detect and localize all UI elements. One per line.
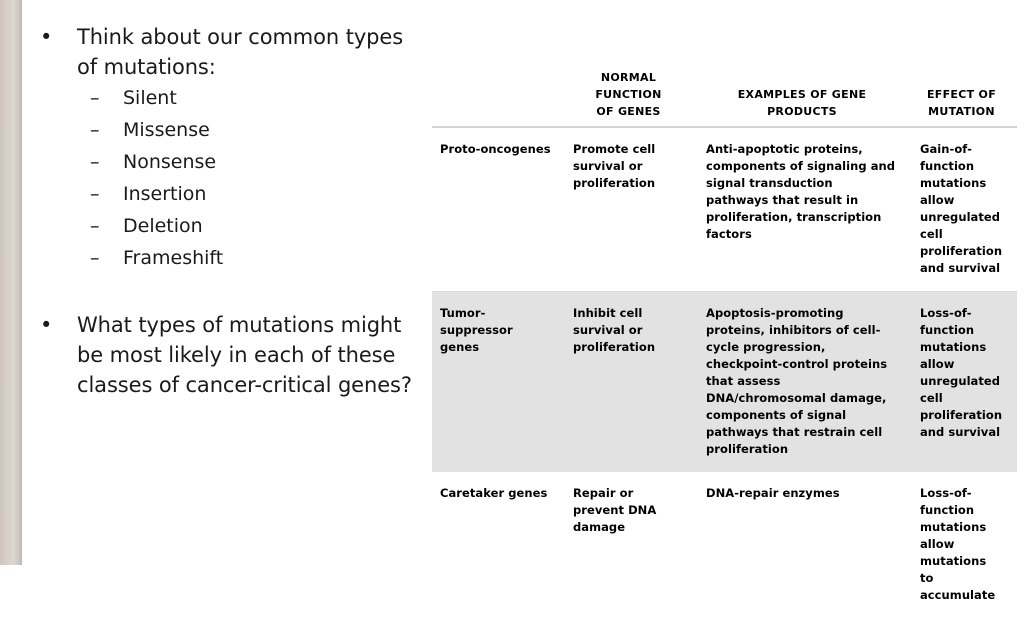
column-header-effect-of-mutation: EFFECT OF MUTATION <box>912 58 1017 128</box>
bullet-marker-dash: – <box>90 247 100 269</box>
table-row: Caretaker genes Repair or prevent DNA da… <box>432 472 1017 618</box>
header-line: EFFECT OF <box>926 88 997 101</box>
column-header-gene-products: EXAMPLES OF GENE PRODUCTS <box>698 58 912 128</box>
cancer-critical-genes-figure: NORMAL FUNCTION OF GENES EXAMPLES OF GEN… <box>432 58 1017 618</box>
bullet-item-silent: – Silent <box>26 82 426 114</box>
bullet-item-primary-2: • What types of mutations might be most … <box>26 310 426 400</box>
bullet-marker-dash: – <box>90 119 100 141</box>
cell-gene-products: Anti-apoptotic proteins, components of s… <box>698 127 912 292</box>
gene-classes-table: NORMAL FUNCTION OF GENES EXAMPLES OF GEN… <box>432 58 1017 618</box>
header-line: EXAMPLES OF GENE <box>737 88 867 101</box>
bullet-marker-dot: • <box>40 313 53 337</box>
bullet-text: Insertion <box>123 183 207 205</box>
bullet-text: Missense <box>123 119 210 141</box>
cell-effect-of-mutation: Gain-of-function mutations allow unregul… <box>912 127 1017 292</box>
cell-gene-class: Proto-oncogenes <box>432 127 565 292</box>
bullet-marker-dash: – <box>90 151 100 173</box>
column-header-normal-function: NORMAL FUNCTION OF GENES <box>565 58 698 128</box>
cell-gene-products: DNA-repair enzymes <box>706 486 840 500</box>
column-header-gene-class <box>432 58 565 128</box>
bullet-list: • Think about our common types of mutati… <box>26 22 426 400</box>
header-line: PRODUCTS <box>767 105 837 118</box>
cell-effect-of-mutation: Loss-of-function mutations allow unregul… <box>912 291 1017 472</box>
bullet-marker-dash: – <box>90 87 100 109</box>
bullet-text: Frameshift <box>123 247 224 269</box>
cell-normal-function: Inhibit cell survival or proliferation <box>565 291 698 472</box>
left-decorative-stripe <box>0 0 22 565</box>
bullet-marker-dash: – <box>90 215 100 237</box>
bullet-marker-dot: • <box>40 25 53 49</box>
header-line: FUNCTION <box>595 88 662 101</box>
bullet-item-missense: – Missense <box>26 114 426 146</box>
header-line: NORMAL <box>600 71 657 84</box>
cell-normal-function: Repair or prevent DNA damage <box>573 486 657 534</box>
table-header: NORMAL FUNCTION OF GENES EXAMPLES OF GEN… <box>432 58 1017 128</box>
bullet-item-frameshift: – Frameshift <box>26 242 426 274</box>
bullet-item-deletion: – Deletion <box>26 210 426 242</box>
bullet-text: Deletion <box>123 215 203 237</box>
bullet-text: Nonsense <box>123 151 217 173</box>
table-row: Tumor-suppressor genes Inhibit cell surv… <box>432 291 1017 472</box>
bullet-item-nonsense: – Nonsense <box>26 146 426 178</box>
bullet-text: Silent <box>123 87 177 109</box>
table-header-row: NORMAL FUNCTION OF GENES EXAMPLES OF GEN… <box>432 58 1017 128</box>
slide-canvas: • Think about our common types of mutati… <box>0 0 1017 602</box>
left-stripe-edge <box>22 0 24 565</box>
bullet-sublist: – Silent – Missense – Nonsense – Inserti… <box>26 82 426 274</box>
cell-normal-function: Promote cell survival or proliferation <box>565 127 698 292</box>
cell-gene-class: Caretaker genes <box>440 486 548 500</box>
table-body: Proto-oncogenes Promote cell survival or… <box>432 127 1017 618</box>
bullet-item-insertion: – Insertion <box>26 178 426 210</box>
bullet-text: Think about our common types of mutation… <box>77 25 404 79</box>
bullet-text: What types of mutations might be most li… <box>77 313 412 397</box>
bullet-item-primary-1: • Think about our common types of mutati… <box>26 22 426 82</box>
header-line: OF GENES <box>596 105 661 118</box>
table-row: Proto-oncogenes Promote cell survival or… <box>432 127 1017 292</box>
bullet-marker-dash: – <box>90 183 100 205</box>
header-line: MUTATION <box>928 105 995 118</box>
cell-gene-class: Tumor-suppressor genes <box>432 291 565 472</box>
cell-gene-products: Apoptosis-promoting proteins, inhibitors… <box>698 291 912 472</box>
cell-effect-of-mutation: Loss-of-function mutations allow mutatio… <box>920 486 996 602</box>
bullet-spacer <box>26 274 426 310</box>
